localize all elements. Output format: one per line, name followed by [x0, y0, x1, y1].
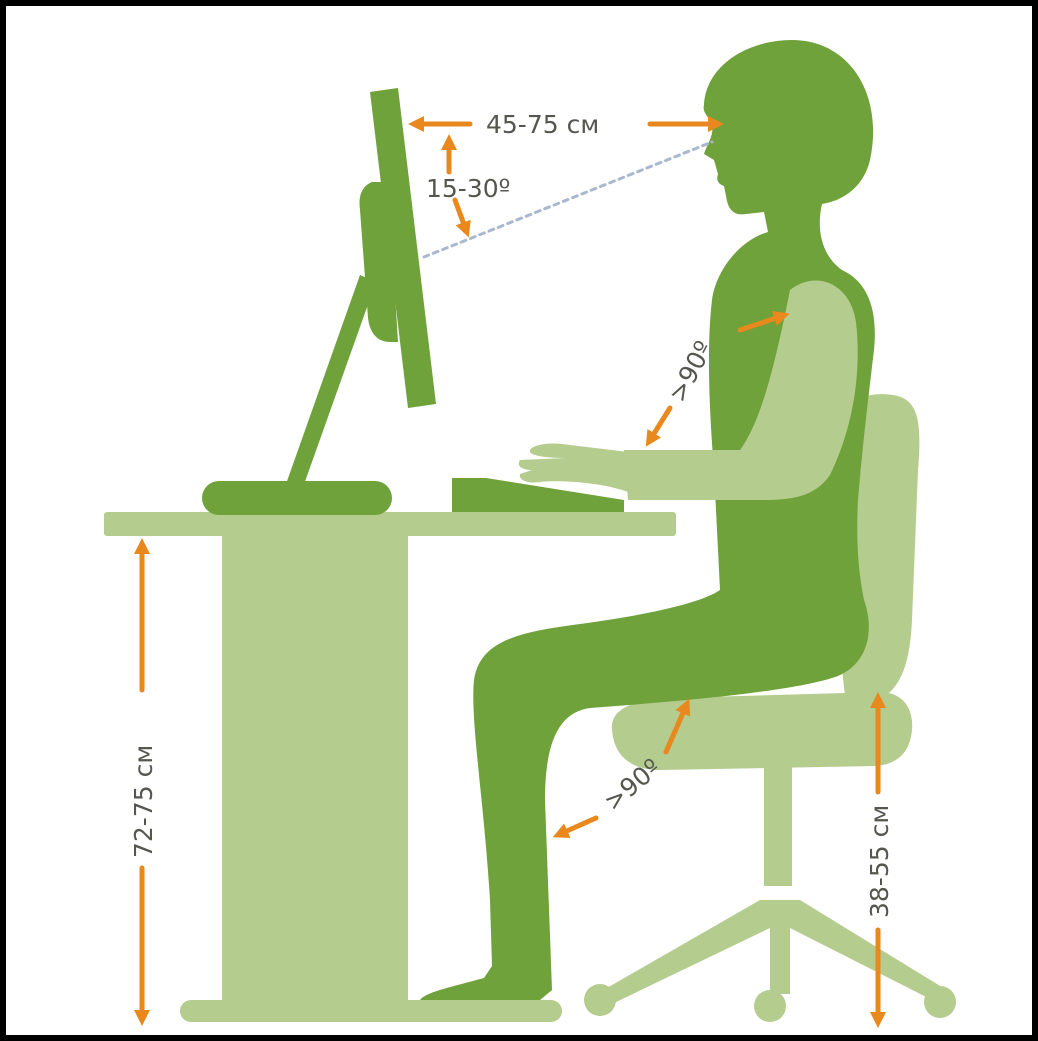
eye-distance-label: 45-75 см	[486, 110, 599, 139]
chair-caster	[584, 984, 616, 1016]
monitor-angle-label: 15-30º	[426, 174, 510, 203]
desk-foot	[180, 1000, 562, 1022]
chair-column	[764, 766, 792, 886]
desk-leg-panel	[222, 536, 408, 1006]
chair-seat	[612, 692, 912, 770]
desk-top	[104, 512, 676, 536]
monitor-base	[202, 481, 392, 515]
chair-caster	[754, 990, 786, 1022]
seat-height-label: 38-55 см	[865, 805, 894, 918]
chair-caster	[924, 986, 956, 1018]
desk-height-label: 72-75 см	[129, 745, 158, 858]
